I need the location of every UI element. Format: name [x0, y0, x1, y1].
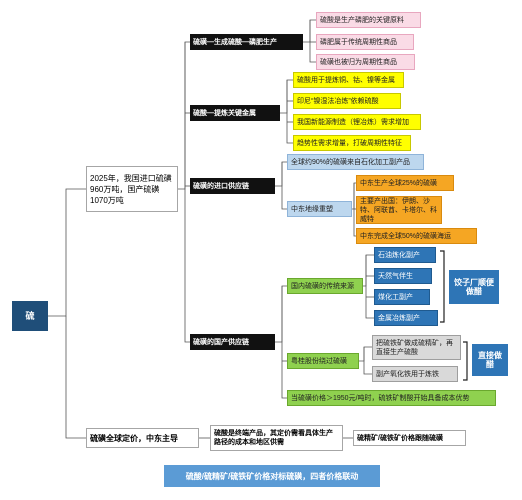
b2-item-1[interactable]: 印尼“镍湿法冶炼”依赖硫酸 — [293, 93, 401, 109]
pricing-detail[interactable]: 硫酸是终端产品，其定价需看具体生产路径的成本和地区供需 — [210, 425, 343, 451]
pricing-follow[interactable]: 硫精矿/硫铁矿价格跟随硫磺 — [353, 430, 466, 446]
b4-trad-item-0[interactable]: 石油炼化副产 — [374, 247, 436, 263]
b4-trad-item-3[interactable]: 金属冶炼副产 — [374, 310, 438, 326]
root-node[interactable]: 硫 — [12, 301, 48, 331]
b4-yuegui-bypass[interactable]: 粤桂股份绕过硫磺 — [287, 353, 359, 369]
b1-item-2[interactable]: 硫磺也被归为周期性商品 — [316, 54, 415, 70]
b3-middle-east-reshape[interactable]: 中东地缘重塑 — [287, 201, 352, 217]
callout-dumpling-vinegar: 饺子厂顺便做醋 — [449, 270, 499, 304]
bracket-alternative — [463, 341, 468, 381]
center-node-import-stats[interactable]: 2025年，我国进口硫磺960万吨，国产硫磺1070万吨 — [86, 166, 178, 212]
branch-metal-refining[interactable]: 硫酸—提炼关键金属 — [190, 105, 280, 121]
branch-import-supply[interactable]: 硫磺的进口供应链 — [190, 178, 275, 194]
callout-direct-vinegar: 直接做醋 — [472, 344, 508, 376]
b4-alt-item-0[interactable]: 把硫铁矿做成硫精矿，再直接生产硫酸 — [372, 335, 461, 360]
b2-item-2[interactable]: 我国新能源制造（锂冶炼）需求增加 — [293, 114, 421, 130]
b3-item-0[interactable]: 中东生产全球25%的硫磺 — [356, 175, 454, 191]
b3-petrochem-byproduct[interactable]: 全球约90%的硫磺来自石化加工副产品 — [287, 154, 424, 170]
bottom-summary-banner: 硫酸/硫精矿/硫铁矿价格对标硫磺，四者价格联动 — [164, 465, 380, 487]
b4-price-threshold[interactable]: 当硫磺价格＞1950元/吨时，硫铁矿制酸开始具备成本优势 — [287, 390, 496, 406]
b4-trad-item-2[interactable]: 煤化工副产 — [374, 289, 430, 305]
pricing-node[interactable]: 硫磺全球定价，中东主导 — [86, 428, 199, 448]
b3-item-1[interactable]: 主要产出国：伊朗、沙特、阿联酋、卡塔尔、科威特 — [356, 196, 442, 224]
b4-trad-item-1[interactable]: 天然气伴生 — [374, 268, 432, 284]
bracket-traditional — [440, 250, 445, 323]
b2-item-0[interactable]: 硫酸用于提炼铜、钴、镍等金属 — [293, 72, 404, 88]
b3-item-2[interactable]: 中东完成全球50%的硫磺海运 — [356, 228, 477, 244]
branch-sulfuric-phosphate[interactable]: 硫磺—生成硫酸—磷肥生产 — [190, 34, 303, 50]
b4-alt-item-1[interactable]: 副产氧化铁用于炼铁 — [372, 366, 458, 382]
b4-traditional-sources[interactable]: 国内硫磺的传统来源 — [287, 278, 363, 294]
b2-item-3[interactable]: 趋势性需求增量，打破周期性特征 — [293, 135, 411, 151]
b1-item-0[interactable]: 硫酸是生产磷肥的关键原料 — [316, 12, 421, 28]
b1-item-1[interactable]: 磷肥属于传统周期性商品 — [316, 34, 414, 50]
branch-domestic-supply[interactable]: 硫磺的国产供应链 — [190, 334, 275, 350]
